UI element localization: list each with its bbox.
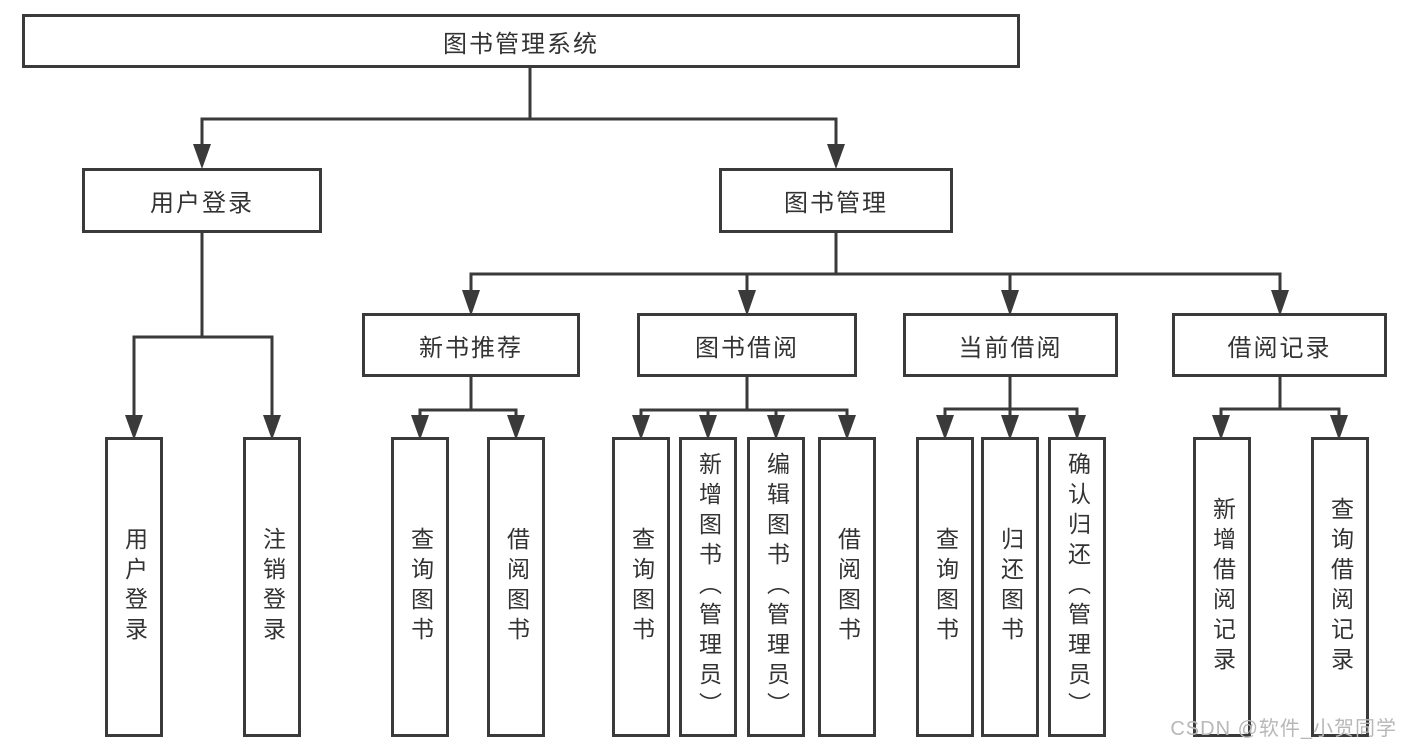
leaf-add-borrow-record-label: 新增借阅记录 [1209, 497, 1236, 677]
leaf-user-login: 用户登录 [105, 437, 163, 737]
connector-current-borrow-to-leaves [943, 375, 1079, 417]
arrowheads-borrow-records-leaves [1212, 415, 1348, 440]
leaf-query-borrow-record: 查询借阅记录 [1311, 437, 1369, 737]
leaf-user-login-label: 用户登录 [121, 527, 148, 647]
leaf-query-books-3-label: 查询图书 [932, 527, 959, 647]
group-book-borrow-label: 图书借阅 [695, 334, 799, 362]
leaf-query-books-2: 查询图书 [612, 437, 670, 737]
leaf-return-book-label: 归还图书 [997, 527, 1024, 647]
leaf-confirm-return-admin-label: 确认归还（管理员） [1064, 452, 1091, 722]
group-borrow-records-label: 借阅记录 [1227, 334, 1332, 362]
group-new-book-recommend-label: 新书推荐 [419, 334, 523, 362]
arrowheads-groups [462, 290, 1289, 316]
group-current-borrow-label: 当前借阅 [958, 334, 1063, 362]
connector-new-book-to-leaves [418, 375, 518, 417]
leaf-borrow-books-1-label: 借阅图书 [503, 527, 530, 647]
arrowheads-current-borrow-leaves [936, 415, 1086, 440]
arrowheads-user-login-leaves [125, 415, 281, 440]
leaf-confirm-return-admin: 确认归还（管理员） [1048, 437, 1106, 737]
leaf-borrow-books-2-label: 借阅图书 [834, 527, 861, 647]
leaf-query-books-1-label: 查询图书 [407, 527, 434, 647]
branch-user-login-label: 用户登录 [150, 190, 254, 217]
leaf-add-book-admin: 新增图书（管理员） [679, 437, 737, 737]
leaf-query-books-1: 查询图书 [391, 437, 449, 737]
branch-book-management-label: 图书管理 [784, 190, 888, 217]
leaf-return-book: 归还图书 [981, 437, 1039, 737]
node-root-label: 图书管理系统 [443, 30, 599, 58]
group-borrow-records: 借阅记录 [1172, 313, 1387, 377]
watermark: CSDN @软件_小贺同学 [1170, 718, 1397, 740]
connector-borrow-records-to-leaves [1219, 375, 1341, 417]
connector-user-login-to-leaves [132, 231, 274, 417]
arrowheads-level2 [193, 144, 845, 169]
leaf-edit-book-admin: 编辑图书（管理员） [747, 437, 805, 737]
connector-root-to-level2 [200, 66, 838, 146]
connector-book-borrow-to-leaves [639, 375, 849, 417]
leaf-query-books-2-label: 查询图书 [628, 527, 655, 647]
leaf-add-borrow-record: 新增借阅记录 [1193, 437, 1251, 737]
leaf-logout-label: 注销登录 [259, 527, 286, 647]
leaf-query-books-3: 查询图书 [916, 437, 974, 737]
leaf-borrow-books-2: 借阅图书 [818, 437, 876, 737]
connector-book-mgmt-to-groups [469, 231, 1282, 292]
group-new-book-recommend: 新书推荐 [362, 313, 580, 377]
leaf-query-borrow-record-label: 查询借阅记录 [1327, 497, 1354, 677]
branch-user-login: 用户登录 [82, 168, 322, 233]
leaf-logout: 注销登录 [243, 437, 301, 737]
arrowheads-new-book-leaves [411, 415, 525, 440]
leaf-add-book-admin-label: 新增图书（管理员） [695, 452, 722, 722]
branch-book-management: 图书管理 [719, 168, 953, 233]
node-root: 图书管理系统 [22, 14, 1020, 68]
group-book-borrow: 图书借阅 [637, 313, 857, 377]
group-current-borrow: 当前借阅 [903, 313, 1118, 377]
leaf-borrow-books-1: 借阅图书 [487, 437, 545, 737]
leaf-edit-book-admin-label: 编辑图书（管理员） [763, 452, 790, 722]
